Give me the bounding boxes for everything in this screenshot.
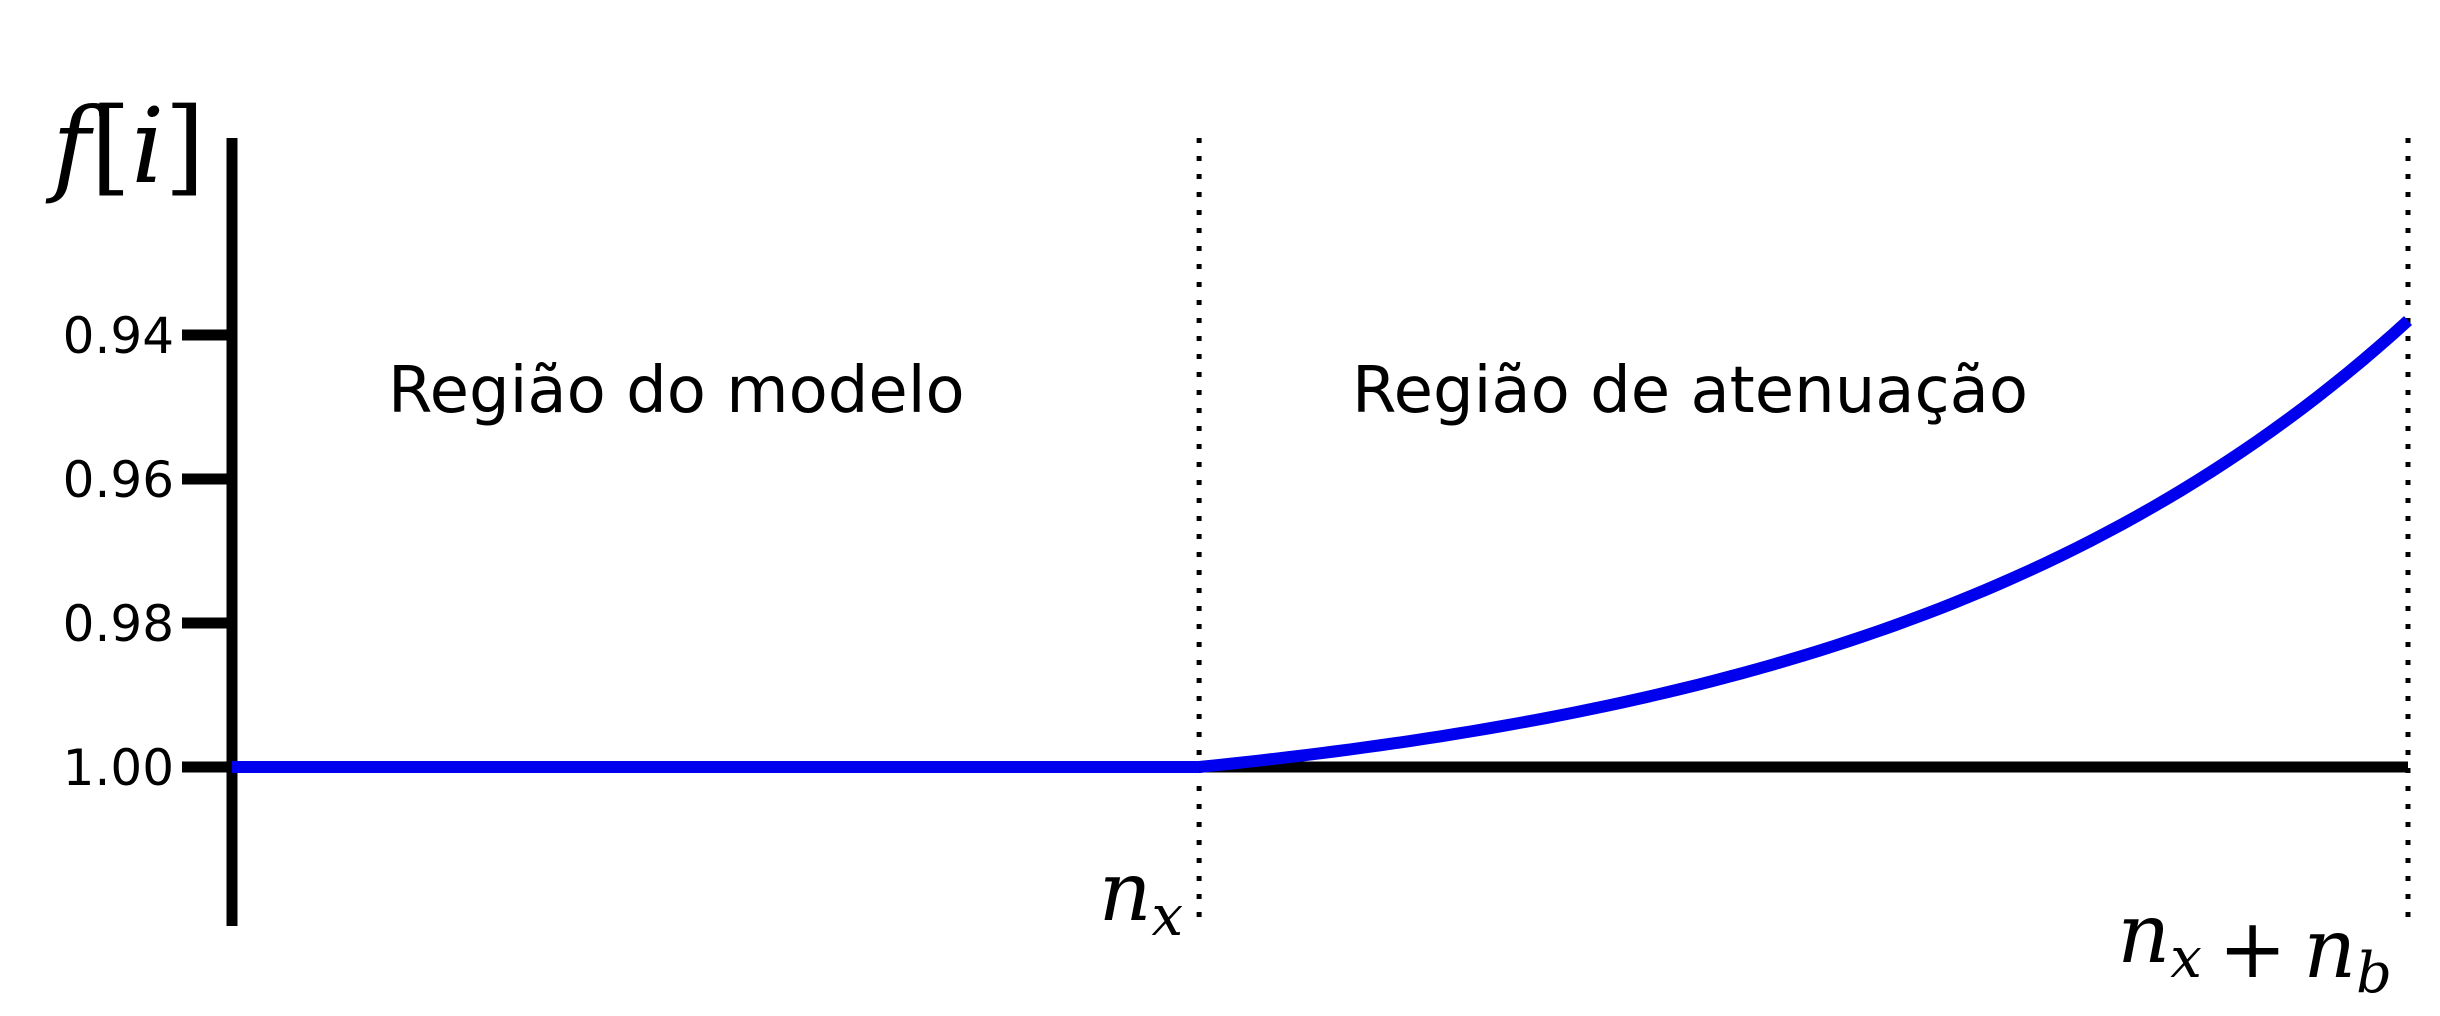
region-label-model: Região do modelo — [388, 354, 965, 428]
y-tick-label: 0.96 — [63, 451, 174, 509]
series-attenuation-curve — [1198, 316, 2413, 773]
y-tick-label: 1.00 — [63, 739, 174, 797]
series-layer — [232, 316, 2413, 773]
y-tick-label: 0.94 — [63, 307, 174, 365]
marker-label-nx: nx — [1099, 845, 1183, 949]
axes-layer: 0.94 0.96 0.98 1.00 — [63, 138, 2408, 926]
marker-layer — [1196, 138, 2411, 926]
region-label-attenuation: Região de atenuação — [1352, 354, 2028, 428]
marker-label-nx-plus-nb: nx + nb — [2117, 887, 2392, 1006]
y-axis-label: f[i] — [45, 85, 205, 207]
y-tick-label: 0.98 — [63, 595, 174, 653]
text-layer: Região do modelo Região de atenuação f[i… — [45, 85, 2392, 1006]
